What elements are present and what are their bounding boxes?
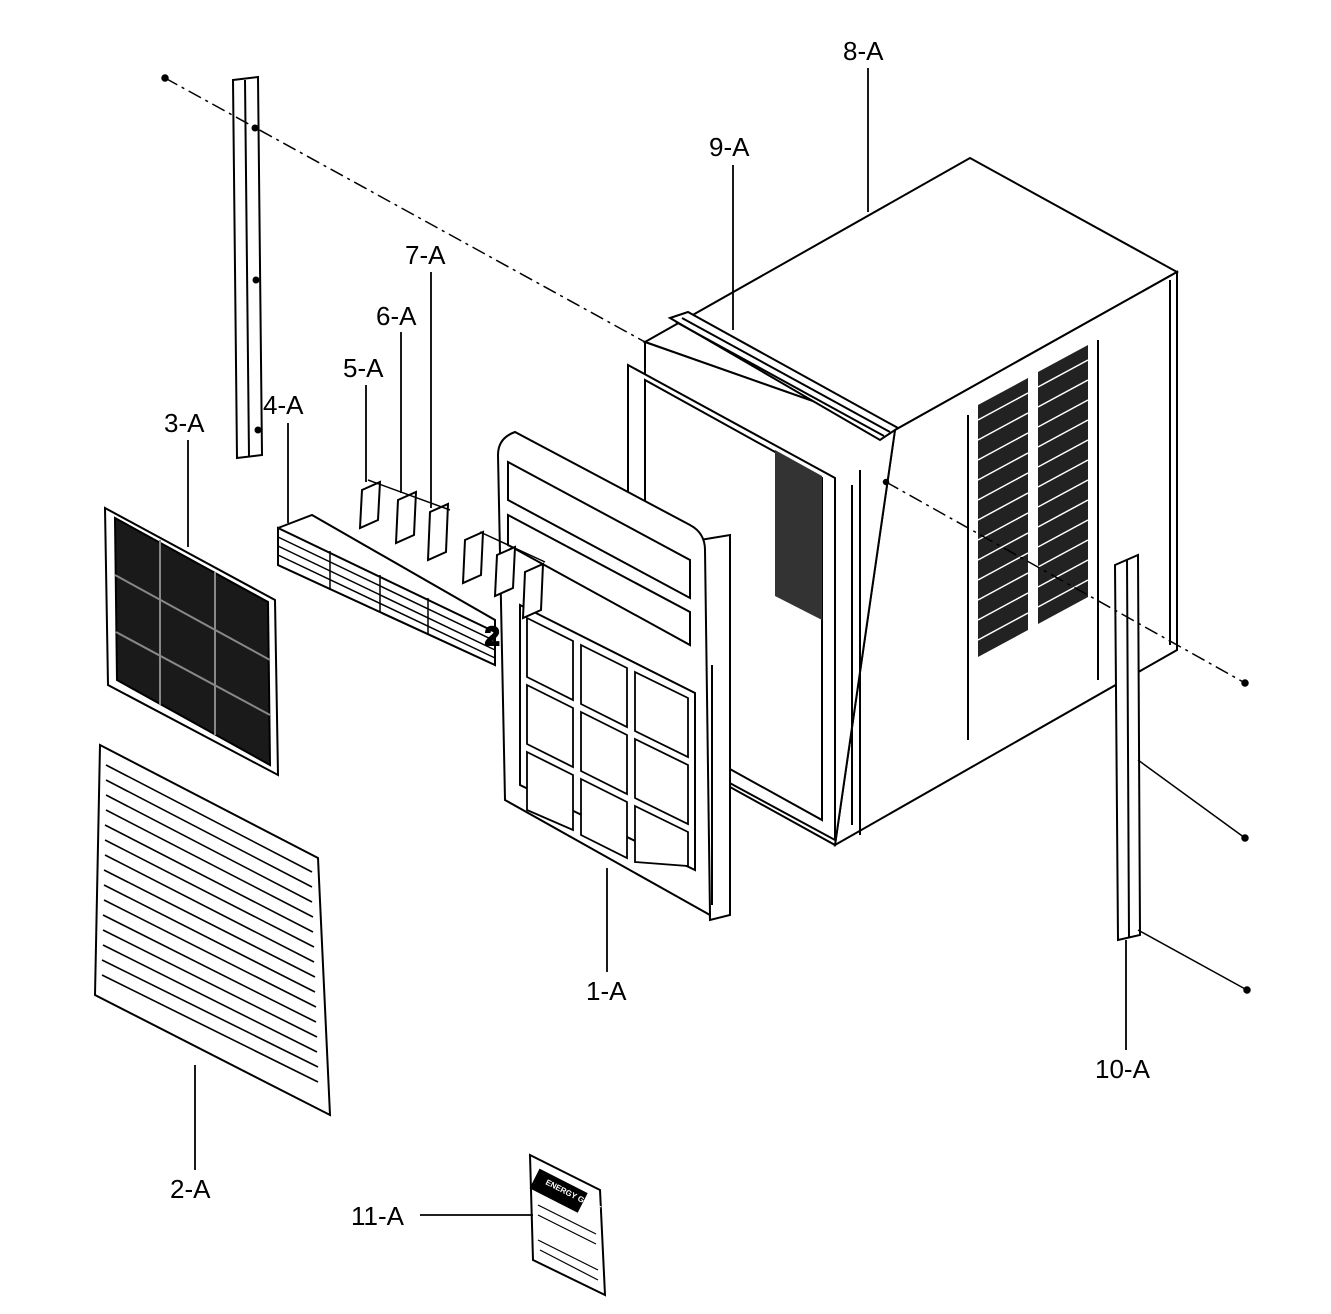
label-6a: 6-A bbox=[376, 301, 417, 331]
side-strip-left bbox=[231, 75, 264, 460]
label-8a: 8-A bbox=[843, 36, 884, 66]
louver-clips bbox=[358, 479, 546, 620]
leader-lines bbox=[187, 68, 1127, 1216]
label-10a: 10-A bbox=[1095, 1054, 1151, 1084]
label-1a: 1-A bbox=[586, 976, 627, 1006]
side-strip-10a bbox=[1113, 553, 1142, 942]
label-4a: 4-A bbox=[263, 390, 304, 420]
seal-strip-9a bbox=[667, 310, 900, 442]
label-3a: 3-A bbox=[164, 408, 205, 438]
filter-3a bbox=[103, 506, 280, 777]
screws bbox=[161, 74, 1251, 994]
grille-2a bbox=[93, 743, 332, 1117]
label-7a: 7-A bbox=[405, 240, 446, 270]
label-11a: 11-A bbox=[351, 1201, 405, 1231]
label-2a: 2-A bbox=[170, 1174, 211, 1204]
front-panel-1a bbox=[496, 430, 731, 922]
louver-assembly-4a: 2 bbox=[277, 513, 500, 667]
label-5a: 5-A bbox=[343, 353, 384, 383]
louver-end-mark: 2 bbox=[485, 621, 499, 651]
part-labels: 8-A 9-A 7-A 6-A 5-A 4-A 3-A 1-A 10-A 2-A… bbox=[164, 36, 1151, 1231]
label-9a: 9-A bbox=[709, 132, 750, 162]
energy-guide-11a: ENERGY GUIDE bbox=[528, 1153, 607, 1297]
